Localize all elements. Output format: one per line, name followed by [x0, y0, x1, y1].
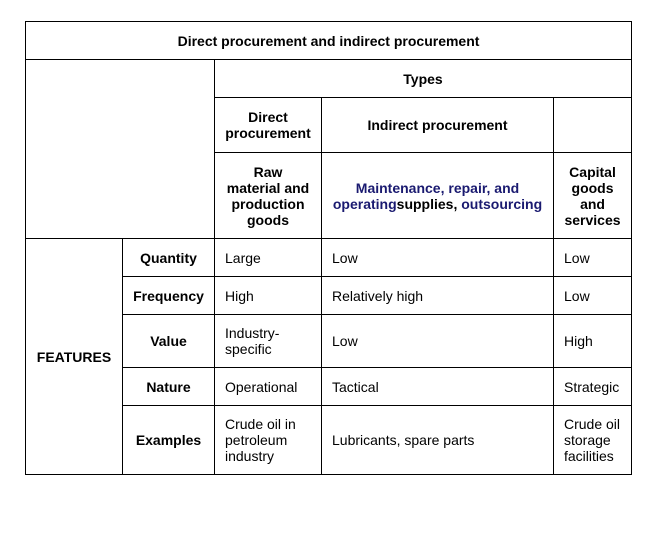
- feature-quantity: Quantity: [122, 238, 215, 277]
- direct-procurement-header: Direct procurement: [214, 97, 322, 153]
- mro-plain-text: supplies,: [396, 195, 462, 212]
- feature-value: Value: [122, 314, 215, 368]
- blank-header-cell: [552, 97, 633, 153]
- value-indirect: Low: [321, 314, 554, 368]
- quantity-direct: Large: [214, 238, 322, 277]
- procurement-table: Direct procurement and indirect procurem…: [24, 21, 633, 475]
- table-title: Direct procurement and indirect procurem…: [24, 21, 633, 60]
- quantity-capital: Low: [552, 238, 633, 277]
- features-label: FEATURES: [25, 238, 123, 475]
- examples-capital: Crude oil storage facilities: [552, 405, 633, 475]
- types-header: Types: [213, 59, 633, 98]
- value-direct: Industry-specific: [214, 314, 322, 368]
- mro-link-text[interactable]: Maintenance, repair, and operating: [332, 179, 520, 212]
- value-capital: High: [552, 314, 633, 368]
- capital-goods-heading: Capital goods and services: [552, 152, 633, 239]
- nature-indirect: Tactical: [321, 367, 554, 406]
- mro-heading: Maintenance, repair, and operatingsuppli…: [321, 152, 554, 239]
- feature-nature: Nature: [122, 367, 215, 406]
- examples-indirect: Lubricants, spare parts: [321, 405, 554, 475]
- feature-examples: Examples: [122, 405, 215, 475]
- raw-material-heading: Raw material and production goods: [214, 152, 322, 239]
- nature-capital: Strategic: [552, 367, 633, 406]
- frequency-capital: Low: [552, 276, 633, 315]
- feature-frequency: Frequency: [122, 276, 215, 315]
- frequency-direct: High: [214, 276, 322, 315]
- empty-header-cell: [25, 59, 215, 239]
- indirect-procurement-header: Indirect procurement: [321, 97, 554, 153]
- examples-direct: Crude oil in petroleum industry: [214, 405, 322, 475]
- frequency-indirect: Relatively high: [321, 276, 554, 315]
- nature-direct: Operational: [214, 367, 322, 406]
- outsourcing-link-text[interactable]: outsourcing: [461, 195, 543, 212]
- quantity-indirect: Low: [321, 238, 554, 277]
